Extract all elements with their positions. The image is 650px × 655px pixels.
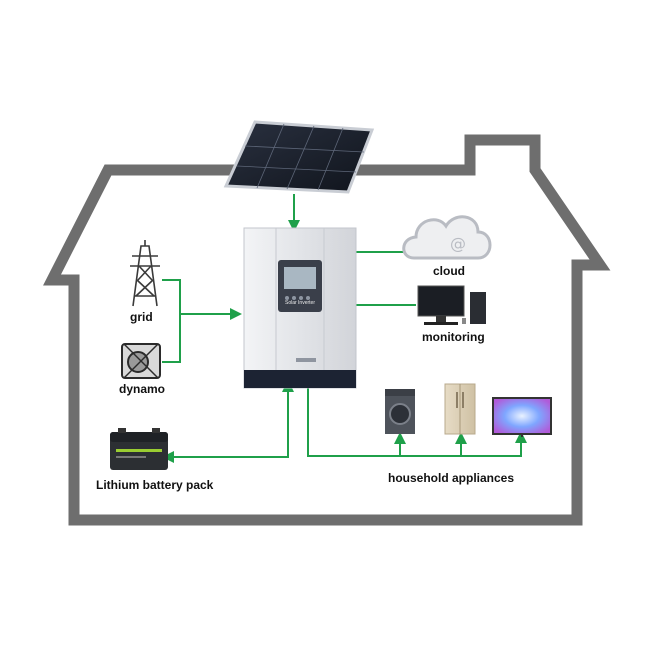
cloud-label: cloud [433,264,465,278]
computer-monitor-icon [417,285,486,325]
inverter-label: Solar Inverter [285,300,315,306]
monitoring-label: monitoring [422,330,485,344]
cloud-icon: @ [402,215,492,260]
refrigerator-icon [444,383,476,435]
generator-icon [121,343,161,379]
appliances-label: household appliances [388,471,515,485]
battery-label: Lithium battery pack [96,478,214,492]
house-outline [43,134,611,526]
dynamo-label: dynamo [119,382,166,396]
grid-label: grid [130,310,153,324]
battery-inverter-line [162,380,294,463]
solar-panel-icon [223,120,375,194]
grid-line [162,279,181,314]
television-icon [492,397,552,437]
washing-machine-icon [385,389,415,434]
svg-text:@: @ [450,234,466,253]
appliances-bus-line [307,383,522,457]
transmission-tower-icon [130,240,160,307]
dynamo-line [162,314,181,363]
battery-icon [110,428,168,470]
solar-inverter [243,227,357,389]
inverter-base [244,370,356,388]
connection-lines [162,194,527,463]
